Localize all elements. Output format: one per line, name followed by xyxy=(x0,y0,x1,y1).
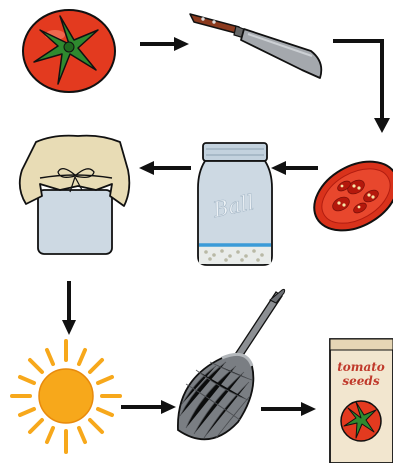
sun-icon xyxy=(12,341,120,452)
tomato-slice-icon xyxy=(302,148,393,245)
knife-icon xyxy=(190,14,321,78)
packet-tomato-icon xyxy=(341,401,381,441)
strainer-icon xyxy=(178,289,285,439)
mason-jar-icon: Ball xyxy=(198,143,272,265)
arrow-left-2 xyxy=(139,161,191,175)
whole-tomato-icon xyxy=(23,10,115,92)
arrow-elbow-down xyxy=(333,41,390,133)
seed-packet-icon: tomato seeds xyxy=(330,339,393,463)
seed-packet-label-line2: seeds xyxy=(342,374,379,388)
seed-packet-label-line1: tomato xyxy=(337,360,385,374)
arrow-down-1 xyxy=(62,281,76,335)
covered-jar-icon xyxy=(20,136,130,254)
arrow-right-2 xyxy=(121,400,176,414)
arrow-right-1 xyxy=(140,37,189,51)
arrow-right-3 xyxy=(261,402,316,416)
arrow-left-1 xyxy=(271,161,318,175)
